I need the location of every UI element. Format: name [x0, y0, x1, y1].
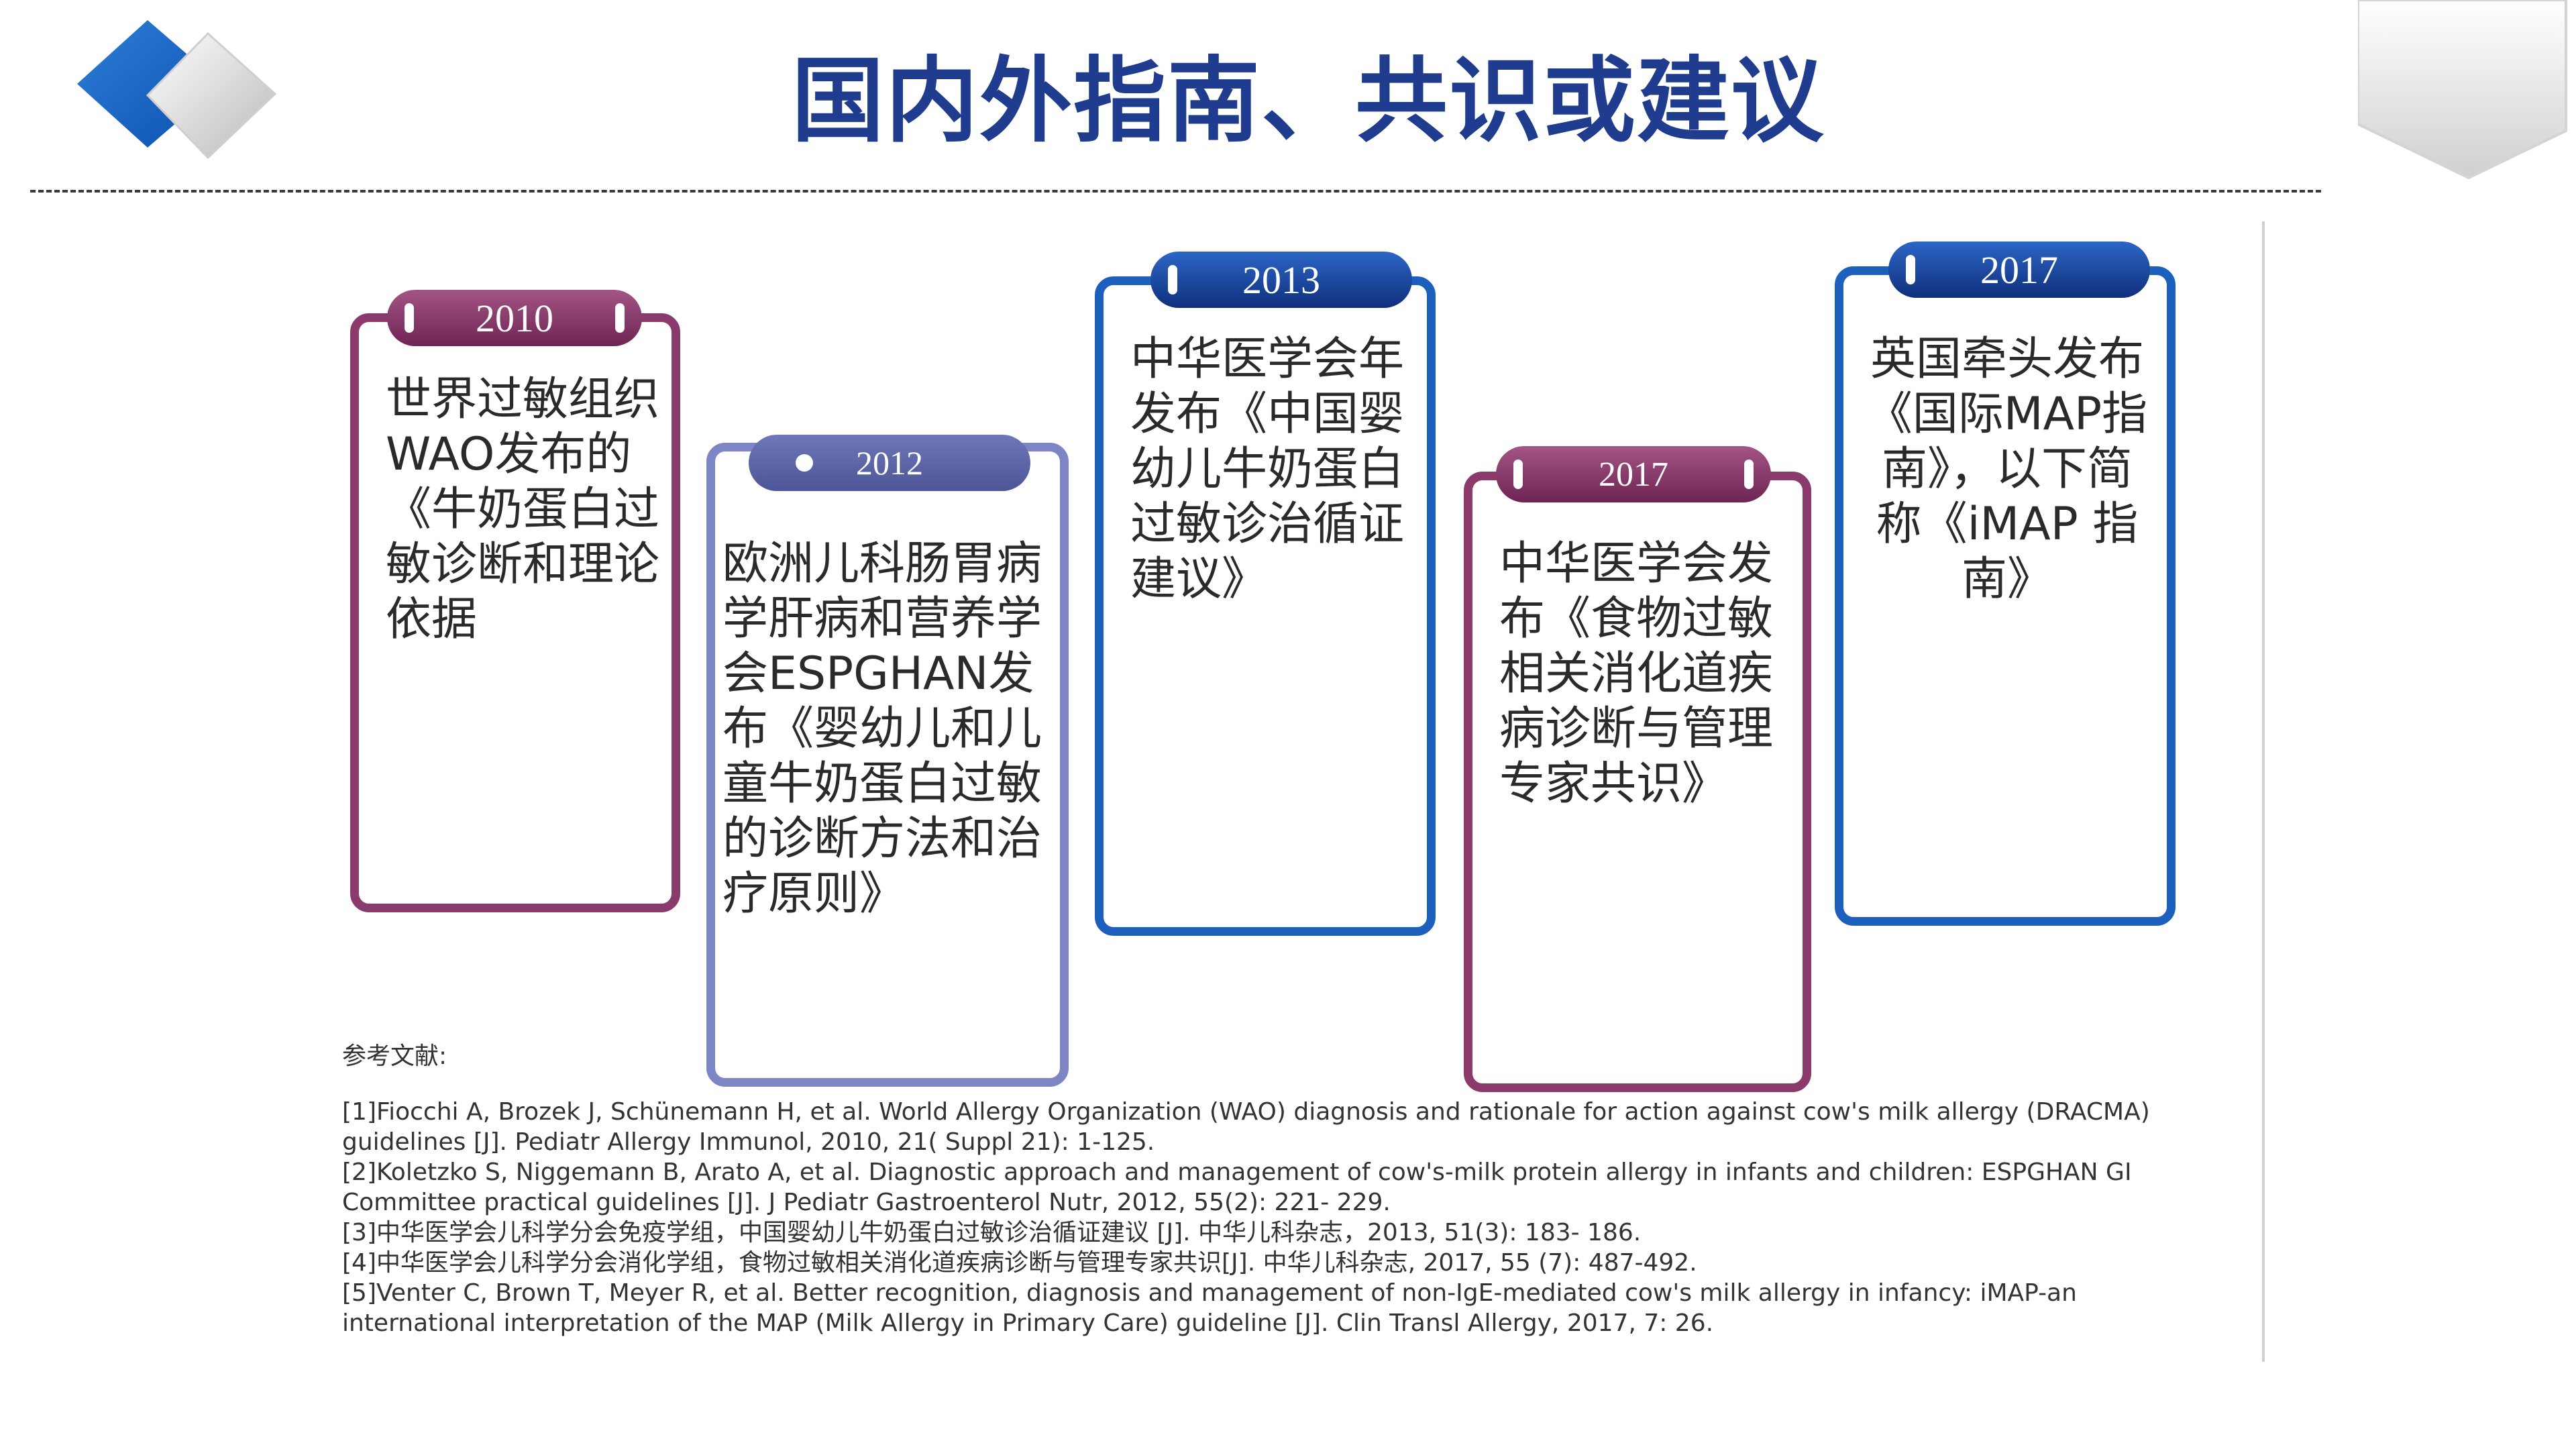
tab-peg-left: [1168, 265, 1177, 294]
page-title: 国内外指南、共识或建议: [791, 47, 1825, 155]
card-text: 英国牵头发布《国际MAP指 南》，以下简称《iMAP 指南》: [1866, 333, 2148, 606]
card-2017-imap: [1835, 266, 2176, 926]
year-label: 2012: [856, 444, 923, 482]
reference-item: [1]Fiocchi A, Brozek J, Schünemann H, et…: [342, 1098, 2150, 1156]
year-label: 2013: [1242, 258, 1320, 302]
tab-peg-right: [615, 303, 625, 333]
card-text: 世界过敏组织WAO发布的《牛奶蛋白过敏诊断和理论依据: [386, 373, 660, 646]
card-2013-cma: [1095, 276, 1436, 936]
tab-peg-left: [405, 303, 414, 333]
reference-item: [3]中华医学会儿科学分会免疫学组，中国婴幼儿牛奶蛋白过敏诊治循证建议 [J].…: [342, 1219, 1642, 1246]
tab-peg-left: [1906, 255, 1915, 284]
year-label: 2017: [1980, 248, 2058, 292]
references-label: 参考文献:: [342, 1042, 447, 1070]
card-text: 中华医学会年发布《中国婴幼儿牛奶蛋白过敏诊治循证建议》: [1130, 333, 1405, 606]
year-tab-2012: 2012: [749, 435, 1030, 491]
tab-peg-right: [1744, 460, 1754, 489]
card-2012-espghan: [706, 443, 1069, 1087]
year-tab-2013: 2013: [1150, 252, 1412, 308]
card-text: 欧洲儿科肠胃病学肝病和营养学会ESPGHAN发布《婴幼儿和儿童牛奶蛋白过敏的诊断…: [722, 537, 1042, 920]
reference-item: [5]Venter C, Brown T, Meyer R, et al. Be…: [342, 1279, 2077, 1337]
references-list: [1]Fiocchi A, Brozek J, Schünemann H, et…: [342, 1097, 2220, 1338]
year-tab-2017-cma: 2017: [1496, 446, 1771, 502]
card-text: 中华医学会发布《食物过敏相关消化道疾病诊断与管理专家共识》: [1499, 537, 1774, 810]
year-tab-2017-imap: 2017: [1888, 241, 2150, 298]
right-divider: [2262, 221, 2265, 1362]
year-tab-2010: 2010: [387, 290, 642, 346]
card-2017-cma: [1464, 472, 1811, 1092]
tab-peg-left: [1513, 460, 1523, 489]
year-label: 2010: [476, 296, 553, 340]
reference-item: [4]中华医学会儿科学分会消化学组，食物过敏相关消化道疾病诊断与管理专家共识[J…: [342, 1249, 1697, 1277]
reference-item: [2]Koletzko S, Niggemann B, Arato A, et …: [342, 1159, 2132, 1216]
tab-dot: [796, 454, 813, 472]
corner-decoration: [2358, 0, 2567, 180]
title-divider: [30, 190, 2321, 193]
year-label: 2017: [1599, 455, 1668, 494]
logo-diamonds: [77, 20, 277, 160]
card-2010-wao: [350, 313, 680, 912]
